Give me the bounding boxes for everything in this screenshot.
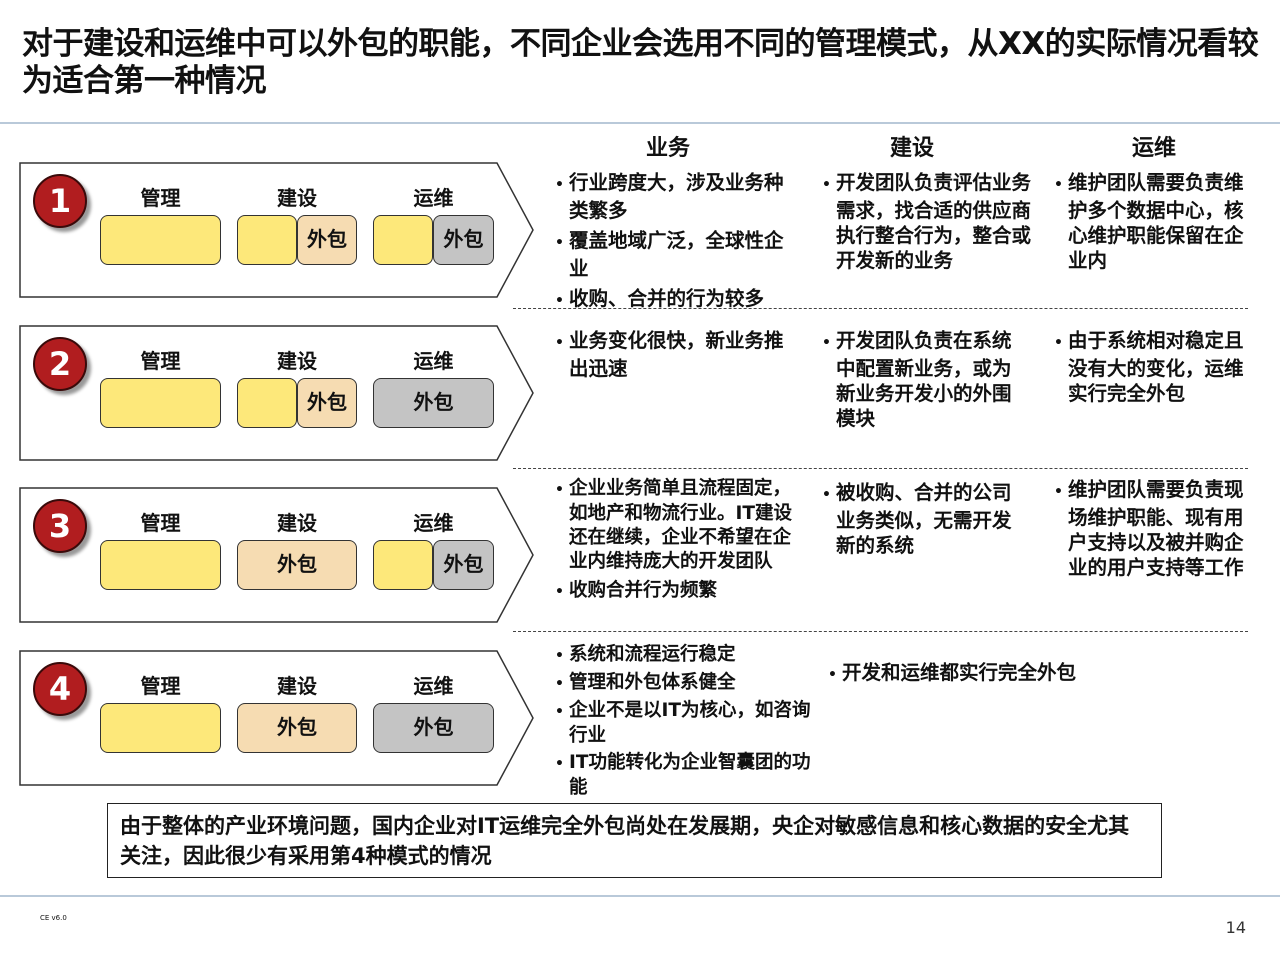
row3-ops: 维护团队需要负责现场维护职能、现有用户支持以及被并购企业的用户支持等工作 bbox=[1054, 477, 1254, 585]
column-header-build: 建设 bbox=[889, 136, 934, 161]
ops-outsource-box: 外包 bbox=[373, 703, 494, 753]
page-title: 对于建设和运维中可以外包的职能，不同企业会选用不同的管理模式，从XX的实际情况看… bbox=[22, 26, 1259, 99]
bullet-item: 业务变化很快，新业务推出迅速 bbox=[555, 328, 791, 381]
label-mgmt: 管理 bbox=[140, 674, 181, 698]
mgmt-inhouse-box bbox=[100, 378, 221, 428]
row-separator bbox=[513, 308, 1248, 309]
label-build: 建设 bbox=[277, 349, 317, 373]
conclusion-box: 由于整体的产业环境问题，国内企业对IT运维完全外包尚处在发展期，央企对敏感信息和… bbox=[107, 803, 1162, 878]
bullet-item: IT功能转化为企业智囊团的功能 bbox=[555, 751, 825, 800]
bullet-item: 管理和外包体系健全 bbox=[555, 671, 825, 696]
bullet-item: 覆盖地域广泛，全球性企业 bbox=[555, 228, 791, 281]
mode-number-badge: 4 bbox=[33, 662, 87, 716]
row4-build-ops: 开发和运维都实行完全外包 bbox=[828, 660, 1128, 693]
bullet-item: 被收购、合并的公司业务类似，无需开发新的系统 bbox=[822, 480, 1017, 558]
label-mgmt: 管理 bbox=[140, 511, 181, 535]
mode-row-3: 3 管理 建设 运维 外包 外包 bbox=[0, 487, 540, 627]
label-ops: 运维 bbox=[413, 186, 454, 210]
mode-number-badge: 1 bbox=[33, 174, 87, 228]
mode-number-badge: 2 bbox=[33, 337, 87, 391]
row1-build: 开发团队负责评估业务需求，找合适的供应商执行整合行为，整合或开发新的业务 bbox=[822, 170, 1042, 278]
label-mgmt: 管理 bbox=[140, 349, 181, 373]
mgmt-inhouse-box bbox=[100, 540, 221, 590]
ops-outsource-box: 外包 bbox=[373, 378, 494, 428]
row2-ops: 由于系统相对稳定且没有大的变化，运维实行完全外包 bbox=[1054, 328, 1254, 411]
bullet-item: 开发和运维都实行完全外包 bbox=[828, 660, 1128, 688]
label-build: 建设 bbox=[277, 186, 317, 210]
mode-number-badge: 3 bbox=[33, 499, 87, 553]
mgmt-inhouse-box bbox=[100, 703, 221, 753]
bullet-item: 收购、合并的行为较多 bbox=[555, 286, 791, 314]
ops-inhouse-box bbox=[373, 215, 433, 265]
row4-business: 系统和流程运行稳定 管理和外包体系健全 企业不是以IT为核心，如咨询行业 IT功… bbox=[555, 643, 825, 805]
column-header-business: 业务 bbox=[645, 136, 690, 161]
row3-business: 企业业务简单且流程固定，如地产和物流行业。IT建设还在继续，企业不希望在企业内维… bbox=[555, 477, 795, 609]
row1-ops: 维护团队需要负责维护多个数据中心，核心维护职能保留在企业内 bbox=[1054, 170, 1254, 278]
bullet-item: 开发团队负责评估业务需求，找合适的供应商执行整合行为，整合或开发新的业务 bbox=[822, 170, 1042, 273]
label-mgmt: 管理 bbox=[140, 186, 181, 210]
row2-business: 业务变化很快，新业务推出迅速 bbox=[555, 328, 791, 386]
mgmt-inhouse-box bbox=[100, 215, 221, 265]
bullet-item: 收购合并行为频繁 bbox=[555, 579, 795, 604]
bullet-item: 维护团队需要负责维护多个数据中心，核心维护职能保留在企业内 bbox=[1054, 170, 1254, 273]
build-outsource-box: 外包 bbox=[237, 540, 357, 590]
bullet-item: 由于系统相对稳定且没有大的变化，运维实行完全外包 bbox=[1054, 328, 1254, 406]
bullet-item: 开发团队负责在系统中配置新业务，或为新业务开发小的外围模块 bbox=[822, 328, 1012, 431]
bullet-item: 企业业务简单且流程固定，如地产和物流行业。IT建设还在继续，企业不希望在企业内维… bbox=[555, 477, 795, 574]
bullet-item: 维护团队需要负责现场维护职能、现有用户支持以及被并购企业的用户支持等工作 bbox=[1054, 477, 1254, 580]
page-number: 14 bbox=[1225, 918, 1246, 937]
bullet-item: 企业不是以IT为核心，如咨询行业 bbox=[555, 699, 825, 748]
build-inhouse-box bbox=[237, 215, 297, 265]
label-ops: 运维 bbox=[413, 349, 454, 373]
column-header-ops: 运维 bbox=[1131, 136, 1176, 161]
build-outsource-box: 外包 bbox=[237, 703, 357, 753]
mode-row-4: 4 管理 建设 运维 外包 外包 bbox=[0, 650, 540, 790]
row-separator bbox=[513, 631, 1248, 632]
ops-outsource-box: 外包 bbox=[433, 215, 494, 265]
label-build: 建设 bbox=[277, 511, 317, 535]
row3-build: 被收购、合并的公司业务类似，无需开发新的系统 bbox=[822, 480, 1017, 563]
version-label: CE v6.0 bbox=[40, 914, 67, 922]
build-outsource-box: 外包 bbox=[297, 378, 357, 428]
label-ops: 运维 bbox=[413, 511, 454, 535]
row-separator bbox=[513, 468, 1248, 469]
bottom-divider bbox=[0, 895, 1280, 897]
top-divider bbox=[0, 122, 1280, 124]
bullet-item: 系统和流程运行稳定 bbox=[555, 643, 825, 668]
row2-build: 开发团队负责在系统中配置新业务，或为新业务开发小的外围模块 bbox=[822, 328, 1012, 436]
build-outsource-box: 外包 bbox=[297, 215, 357, 265]
label-ops: 运维 bbox=[413, 674, 454, 698]
bullet-item: 行业跨度大，涉及业务种类繁多 bbox=[555, 170, 791, 223]
row1-business: 行业跨度大，涉及业务种类繁多 覆盖地域广泛，全球性企业 收购、合并的行为较多 bbox=[555, 170, 791, 319]
mode-row-1: 1 管理 建设 运维 外包 外包 bbox=[0, 162, 540, 302]
ops-inhouse-box bbox=[373, 540, 433, 590]
label-build: 建设 bbox=[277, 674, 317, 698]
mode-row-2: 2 管理 建设 运维 外包 外包 bbox=[0, 325, 540, 465]
ops-outsource-box: 外包 bbox=[433, 540, 494, 590]
build-inhouse-box bbox=[237, 378, 297, 428]
